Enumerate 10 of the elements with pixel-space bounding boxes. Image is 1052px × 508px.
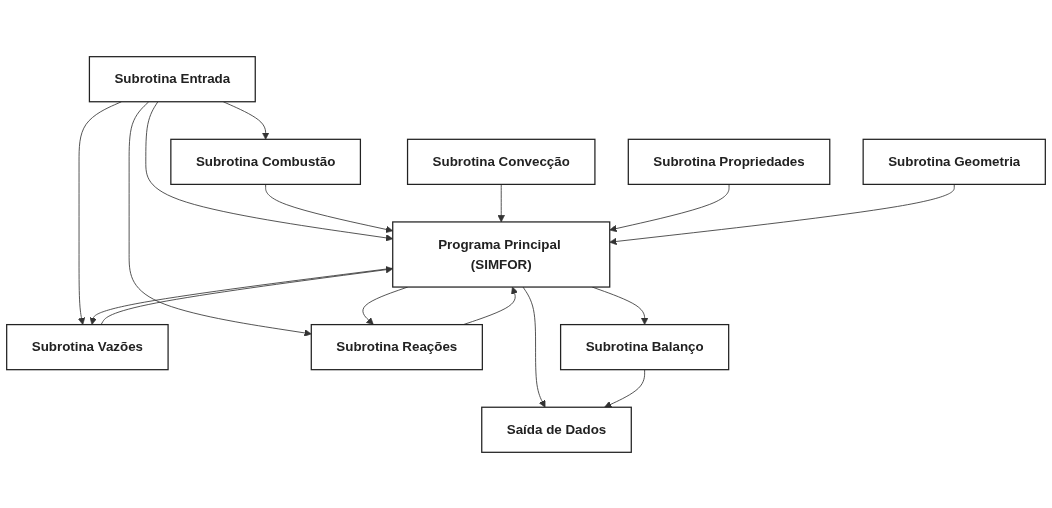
node-box: Subrotina Geometria [862,138,1046,185]
node-box: Subrotina Entrada [88,55,256,102]
node-box: Subrotina Convecção [406,138,596,185]
node-box: Subrotina Propriedades [627,138,831,185]
node-box: Subrotina Reações [310,323,483,370]
node-box: Subrotina Vazões [6,323,169,370]
node-box: Subrotina Balanço [560,323,730,370]
node-box: Saída de Dados [481,406,632,453]
node-box: Programa Principal (SIMFOR) [392,220,611,288]
node-box: Subrotina Combustão [170,138,362,185]
